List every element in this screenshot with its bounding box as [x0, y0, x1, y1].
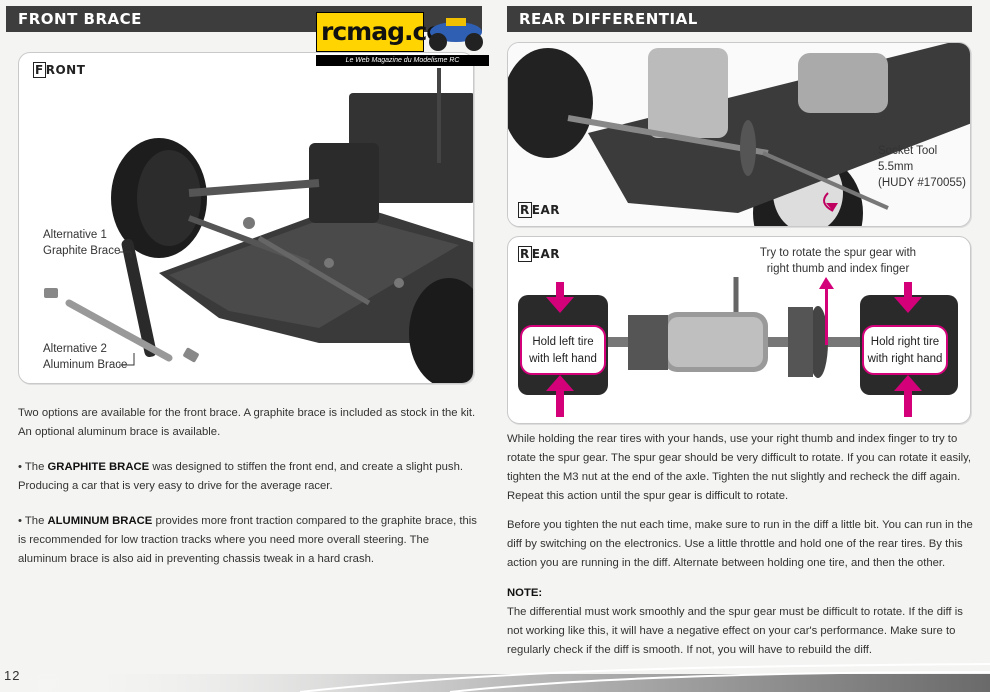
buggy-icon — [429, 18, 483, 51]
front-brace-illustration-panel: FRONT Alternative 1 Graphite Brace — [18, 52, 474, 384]
callout-socket-tool: Socket Tool 5.5mm (HUDY #170055) — [878, 145, 967, 189]
callout-graphite-brace: Alternative 1 Graphite Brace — [43, 229, 121, 257]
rear-diff-para-2: Before you tighten the nut each time, ma… — [507, 519, 973, 569]
rear-diff-check-panel: REAR Try to rotate the spur gear with ri… — [507, 236, 971, 424]
panel-label-rear-2: REAR — [520, 247, 560, 261]
front-brace-intro: Two options are available for the front … — [18, 407, 476, 438]
note-text: The differential must work smoothly and … — [507, 606, 963, 656]
note-title: NOTE: — [507, 587, 543, 599]
front-chassis-illustration — [44, 68, 473, 383]
panel-label-front: FRONT — [35, 63, 86, 77]
graphite-brace-part — [121, 238, 157, 358]
rcmag-logo: rcmag.com Le Web Magazine du Modelisme R… — [316, 10, 489, 66]
bullet-graphite-brace: • The GRAPHITE BRACE was designed to sti… — [18, 461, 463, 492]
logo-wordmark: rcmag.com — [316, 12, 469, 52]
callout-spur-gear-instruction: Try to rotate the spur gear with right t… — [759, 247, 917, 275]
logo-tagline: Le Web Magazine du Modelisme RC — [316, 55, 489, 66]
bullet-aluminum-brace: • The ALUMINUM BRACE provides more front… — [18, 515, 477, 565]
hold-left-tire-label: Hold left tire with left hand — [520, 325, 606, 375]
hold-right-tire-label: Hold right tire with right hand — [862, 325, 948, 375]
footer-decoration — [0, 663, 990, 692]
page-number: 12 — [4, 668, 21, 683]
section-header-rear-differential: REAR DIFFERENTIAL — [507, 6, 972, 32]
rear-axle-socket-illustration — [508, 43, 970, 226]
rear-socket-illustration-panel: Socket Tool 5.5mm (HUDY #170055) REAR — [507, 42, 971, 227]
rear-diff-para-1: While holding the rear tires with your h… — [507, 433, 972, 502]
callout-aluminum-brace: Alternative 2 Aluminum Brace — [43, 343, 128, 371]
panel-label-rear-1: REAR — [520, 203, 560, 217]
